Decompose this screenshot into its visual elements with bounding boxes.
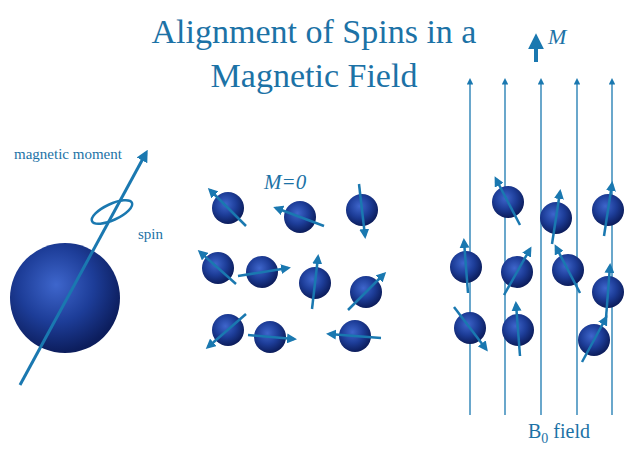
spin-label: spin bbox=[138, 226, 163, 243]
random-nuclei bbox=[202, 192, 382, 353]
field-label: B0 field bbox=[528, 420, 590, 447]
magnetization-label: M bbox=[548, 24, 566, 49]
random-moments bbox=[200, 184, 384, 347]
diagram-title: Alignment of Spins in a Magnetic Field bbox=[124, 10, 504, 98]
field-lines bbox=[470, 80, 612, 415]
large-nucleus bbox=[10, 243, 120, 353]
moment-label: magnetic moment bbox=[14, 146, 122, 163]
spin-loop bbox=[89, 195, 136, 228]
aligned-moments bbox=[454, 179, 612, 362]
moment-axis bbox=[20, 153, 146, 385]
magnetization-label: M=0 bbox=[264, 170, 306, 194]
magnetization-arrow bbox=[534, 38, 538, 62]
